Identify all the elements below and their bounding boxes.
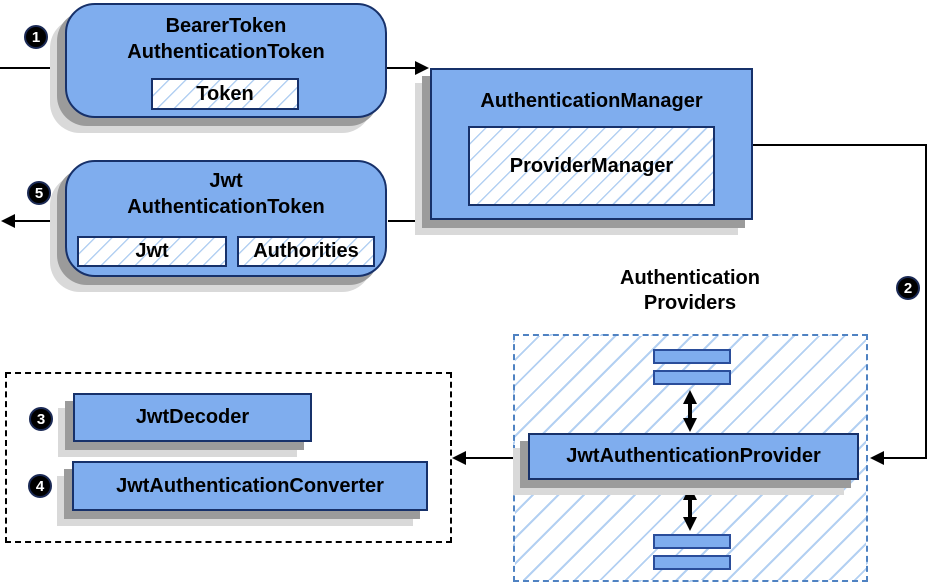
other-provider-bar-3 bbox=[653, 534, 731, 549]
jwt-authentication-provider-label: JwtAuthenticationProvider bbox=[566, 445, 821, 467]
provider-manager-chip: ProviderManager bbox=[468, 126, 715, 206]
bearer-token-title-line2: AuthenticationToken bbox=[127, 41, 325, 63]
jwt-decoder-node: JwtDecoder bbox=[73, 393, 312, 442]
step-5-number: 5 bbox=[34, 184, 44, 202]
jwt-token-title-line2: AuthenticationToken bbox=[127, 196, 325, 218]
step-2-badge: 2 bbox=[896, 276, 920, 300]
jwt-authentication-converter-label: JwtAuthenticationConverter bbox=[116, 474, 384, 497]
step-4-badge: 4 bbox=[28, 474, 52, 498]
other-provider-bar-2 bbox=[653, 370, 731, 385]
step-3-badge: 3 bbox=[29, 407, 53, 431]
bearer-token-title: BearerToken AuthenticationToken bbox=[67, 13, 385, 65]
step-3-number: 3 bbox=[36, 410, 46, 428]
jwt-authentication-token-node: Jwt AuthenticationToken Jwt Authorities bbox=[65, 160, 387, 277]
step-2-number: 2 bbox=[903, 279, 913, 297]
provider-manager-chip-label: ProviderManager bbox=[509, 154, 674, 177]
arrow-out-left-icon bbox=[1, 214, 15, 228]
authorities-chip: Authorities bbox=[237, 236, 375, 267]
step-1-badge: 1 bbox=[24, 25, 48, 49]
authentication-manager-title: AuthenticationManager bbox=[480, 90, 703, 112]
token-chip-label: Token bbox=[196, 82, 254, 105]
jwt-authentication-provider-node: JwtAuthenticationProvider bbox=[528, 433, 859, 480]
arrow-into-manager-icon bbox=[415, 61, 429, 75]
other-provider-bar-4 bbox=[653, 555, 731, 570]
bearer-token-title-line1: BearerToken bbox=[165, 15, 287, 37]
authentication-providers-label-line1: Authentication bbox=[620, 267, 760, 289]
authentication-providers-label: Authentication Providers bbox=[565, 266, 815, 316]
arrow-into-provider-icon bbox=[870, 451, 884, 465]
authorities-chip-label: Authorities bbox=[253, 240, 359, 262]
step-5-badge: 5 bbox=[27, 181, 51, 205]
token-chip: Token bbox=[151, 78, 299, 110]
arrow-into-decoder-group-icon bbox=[452, 451, 466, 465]
step-1-number: 1 bbox=[31, 28, 41, 46]
jwt-token-title-line1: Jwt bbox=[209, 170, 243, 192]
jwt-decoder-label: JwtDecoder bbox=[135, 406, 250, 428]
other-provider-bar-1 bbox=[653, 349, 731, 364]
authentication-providers-label-line2: Providers bbox=[643, 292, 737, 314]
step-4-number: 4 bbox=[35, 477, 45, 495]
jwt-authentication-converter-node: JwtAuthenticationConverter bbox=[72, 461, 428, 511]
jwt-token-title: Jwt AuthenticationToken bbox=[67, 168, 385, 220]
bearer-token-authentication-token-node: BearerToken AuthenticationToken Token bbox=[65, 3, 387, 118]
jwt-chip-label: Jwt bbox=[135, 240, 169, 262]
authentication-manager-node: AuthenticationManager ProviderManager bbox=[430, 68, 753, 220]
jwt-chip: Jwt bbox=[77, 236, 227, 267]
